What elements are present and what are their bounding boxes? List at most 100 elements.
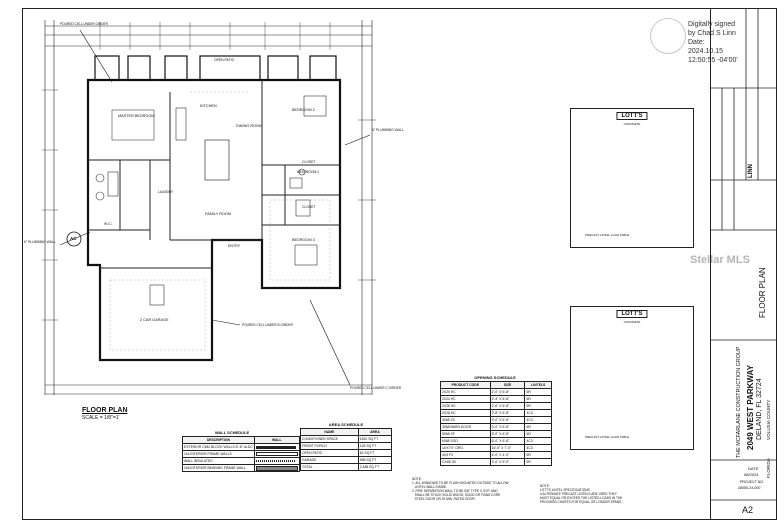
opening-schedule-title: OPENING SCHEDULE [474,375,516,380]
wall-hatch [253,464,300,472]
table-cell: 558 SQ FT [357,456,393,464]
room-label-entry: ENTRY [228,244,241,248]
area-schedule-header: AREA [357,428,393,436]
callout-poured-cell-c: POURED CELL UNDER C GIRDER [350,386,402,390]
table-cell: 6R [524,458,552,466]
callout-poured-cell-top: POURED CELL UNDER GIRDER [60,22,108,26]
table-cell: 6R [524,451,552,459]
table-cell: 5'-0" X 6'-8" [489,430,526,438]
table-cell: 3068 SC [440,416,491,424]
table-cell: 16'-0" X 7'-0" [489,444,526,452]
table-cell: 2'-6" X 6'-8" [489,402,526,410]
lotts-panel-upper: LOTT'S CONCRETE PRECAST LINTEL LOAD TABL… [570,108,694,248]
opening-schedule-header: LINTELS [524,381,552,389]
floor-plan-title: FLOOR PLAN [82,407,128,414]
table-cell: 6R [524,402,552,410]
table-cell: 2X20 HC [440,388,491,396]
wall-schedule-table: DESCRIPTION WALL EXTERIOR CMU BLOCK WALL… [182,436,300,472]
table-cell: 4C3 [524,437,552,445]
project-label: PROJECT NO. [740,480,765,484]
room-label-garage: 2 CAR GARAGE [140,318,169,322]
digital-signature: Digitally signed by Chad S Linn Date: 20… [650,16,770,76]
signature-line-3: Date: [688,39,705,46]
table-cell: CASE 50 [440,458,491,466]
room-label-bathroom2: BATHROOM 2 [297,170,320,174]
table-cell: 5068 SF [440,430,491,438]
lotts-footer: PRECAST LINTEL LOAD TABLE [585,233,630,237]
lotts-logo: LOTT'S [616,310,648,318]
company-name: THE MCFARLANE CONSTRUCTION GROUP [736,346,742,458]
engineer-name: LINN [748,164,754,178]
callout-plumbing-wall-left: 6" PLUMBING WALL [24,240,56,244]
room-label-laundry: LAUNDRY [158,190,174,194]
table-row: 2x6 INTERIOR BEARING FRAME WALL [182,464,300,472]
table-cell: 2X28 HC [440,409,491,417]
county-label: VOLUSIA COUNTY [766,399,771,440]
room-label-master-bedroom: MASTER BEDROOM [118,114,155,118]
area-schedule-header: NAME [300,428,359,436]
table-cell: CONDITIONED SPACE [300,435,359,443]
table-cell: 3'-0" X 6'-8" [489,416,526,424]
table-cell: 2X24 HC [440,395,491,403]
table-cell: GARAGE [300,456,359,464]
table-cell: 2x6 INTERIOR BEARING FRAME WALL [182,464,255,472]
table-cell: 126 SQ FT [357,442,393,450]
lotts-logo: LOTT'S [616,112,648,120]
signature-line-2: by Chad S Linn [688,30,736,37]
table-cell: FRONT PORCH [300,442,359,450]
wall-schedule-title: WALL SCHEDULE [214,430,250,435]
table-cell: 3068 BARN DOOR [440,423,491,431]
table-cell: 2'-0" X 6'-8" [489,388,526,396]
title-block [710,8,777,520]
table-cell: 6R [524,423,552,431]
wall-hatch [253,457,300,465]
table-cell: OPEN PATIO [300,449,359,457]
table-row: WALL INSULATED [182,457,300,465]
drawing-sheet [22,8,777,520]
wall-hatch [253,443,300,451]
address-line-2: DELAND, FL 32724 [756,378,763,440]
engineer-seal-icon [650,18,686,54]
callout-plumbing-wall-right: 6" PLUMBING WALL [372,128,404,132]
mls-watermark: Stellar MLS [690,254,750,266]
date-value: 08/2024 [744,472,759,477]
table-cell: 6R [524,388,552,396]
sheet-title: FLOOR PLAN [758,267,767,318]
room-label-bedroom2: BEDROOM 2 [292,108,315,112]
wall-schedule-header: WALL [253,436,300,444]
lotts-panel-lower: LOTT'S CONCRETE PRECAST LINTEL LOAD TABL… [570,306,694,450]
wall-schedule-header: DESCRIPTION [182,436,255,444]
table-cell: 6'-0" X 6'-8" [489,437,526,445]
table-cell: 2,488 SQ FT [357,463,393,471]
table-cell: EXTERIOR CMU BLOCK WALLS 8"-8" ALDC [182,443,255,451]
opening-schedule-header: SIZE [489,381,526,389]
room-label-dining: DINING ROOM [236,124,263,128]
signature-line-4: 2024.10.15 [688,48,724,55]
room-label-closet-a: CLOSET [302,160,316,164]
table-cell: 2X26 HC [440,402,491,410]
state-label: FLORIDA [766,458,771,478]
table-cell: 4'-0" X 4'-0" [489,451,526,459]
room-label-ac: AC [70,236,77,241]
table-cell: 1810 SQ FT [357,435,393,443]
table-cell: 6R [524,430,552,438]
table-row: 2x4 INTERIOR FRAME WALLS [182,450,300,458]
room-label-open-patio: OPEN PATIO [214,58,235,62]
lotts-sub: CONCRETE [623,122,641,126]
address-line-1: 2049 WEST PARKWAY [746,365,755,450]
